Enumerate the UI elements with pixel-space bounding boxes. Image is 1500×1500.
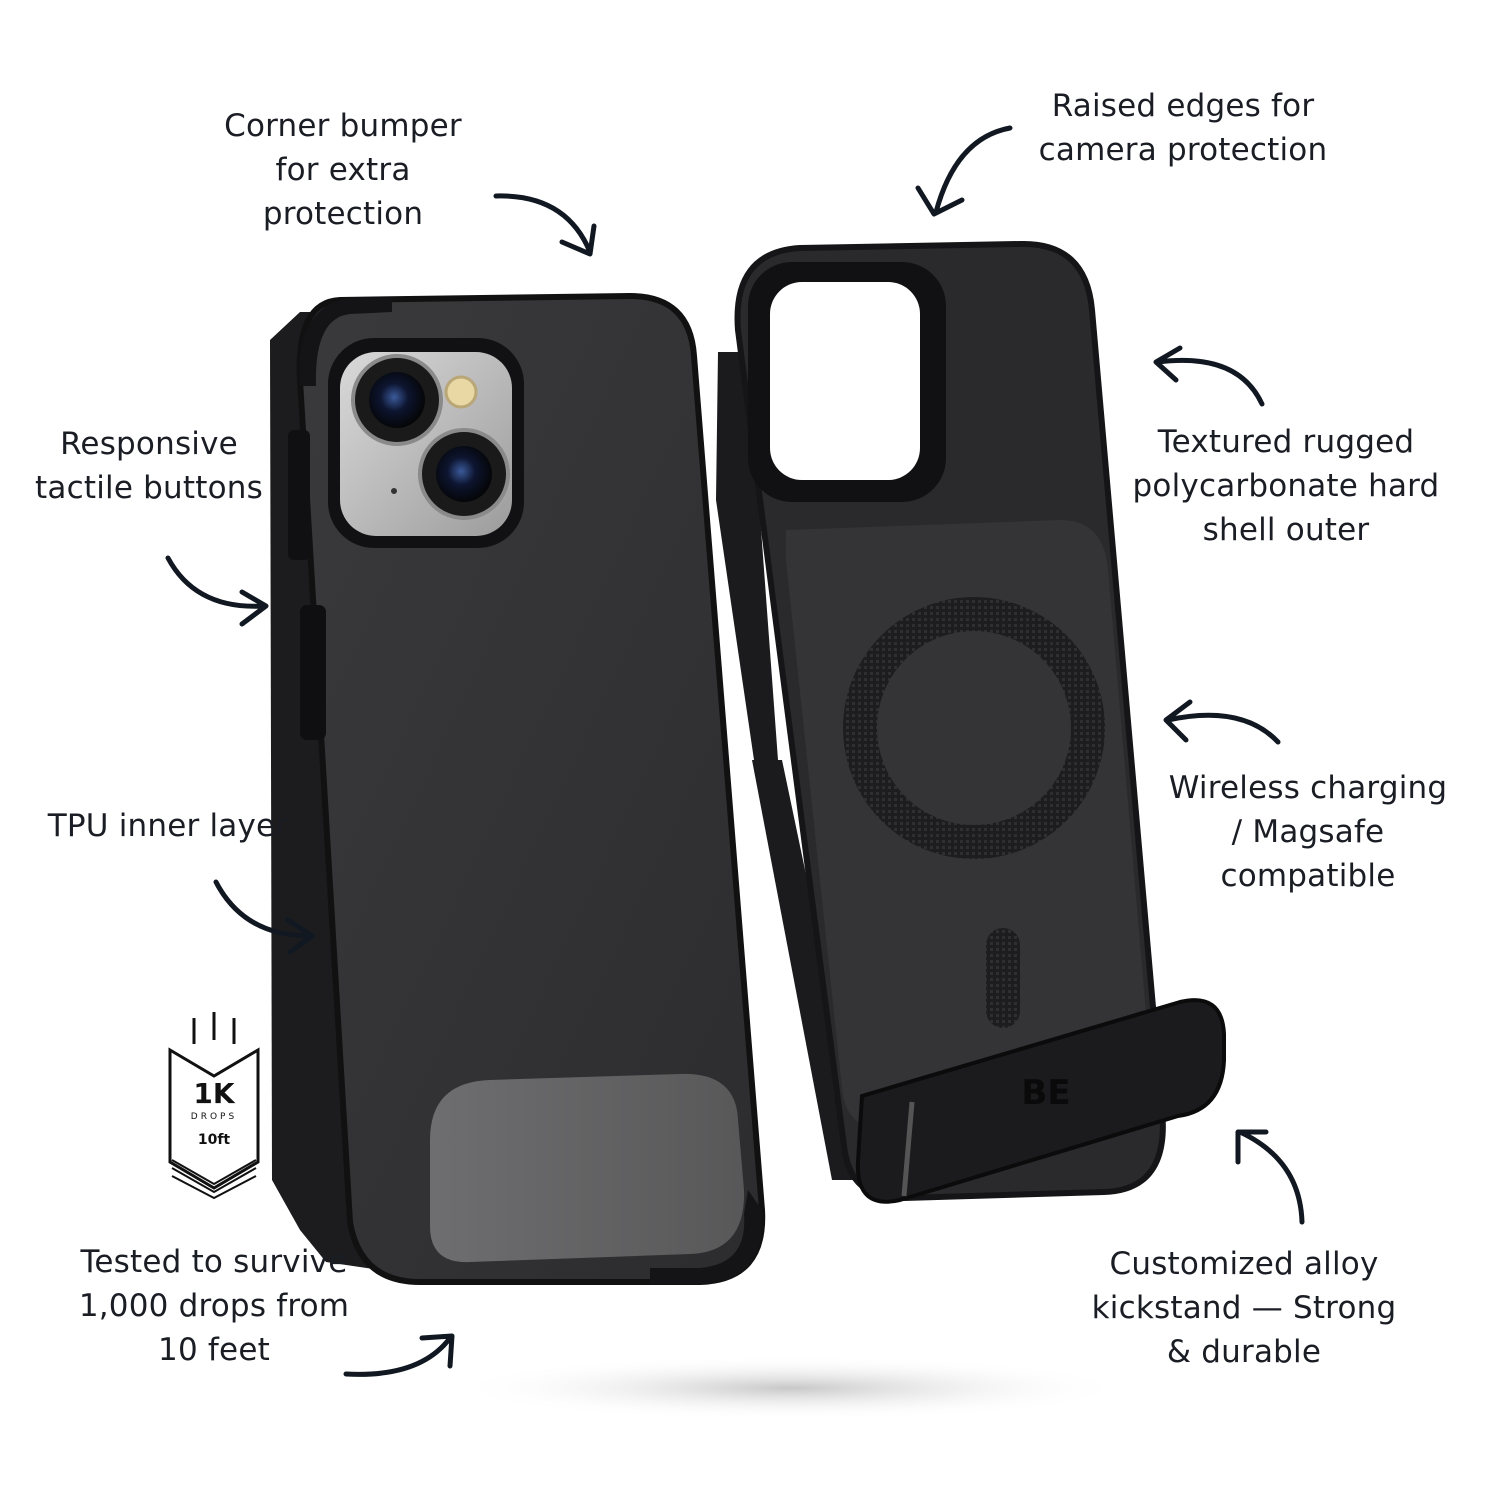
callout-textured-shell: Textured rugged polycarbonate hard shell… [1124,420,1448,552]
callout-line: 10 feet [158,1332,270,1368]
callout-line: & durable [1166,1334,1322,1370]
upper-lens [369,372,425,428]
kickstand-hinge [901,1101,915,1197]
callout-line: for extra [275,152,411,188]
badge-shield [168,1047,260,1190]
badge-chevrons [171,1159,257,1200]
callout-line: kickstand — Strong [1091,1290,1397,1326]
callout-line: shell outer [1202,512,1370,548]
callout-raised-edges: Raised edges for camera protection [1016,84,1350,172]
callout-corner-bumper: Corner bumper for extra protection [200,104,486,236]
magsafe-alignment-tab [986,928,1020,1028]
badge-small-text: DROPS [191,1112,237,1122]
callout-kickstand: Customized alloy kickstand — Strong & du… [1086,1242,1402,1374]
corner-bumper-top-left [299,298,392,386]
lower-lens [436,446,492,502]
drop-test-badge: 1K DROPS 10ft [168,1012,260,1200]
callout-line: Raised edges for [1051,88,1315,124]
callout-line: TPU inner layer [47,808,289,844]
magsafe-ring [843,597,1105,859]
arrow-textured-shell [1153,345,1265,407]
callout-line: / Magsafe [1231,814,1385,850]
callout-line: protection [262,196,424,232]
arrow-kickstand [1235,1129,1305,1225]
case-side-lip-upper [716,352,778,760]
callout-line: Customized alloy [1109,1246,1379,1282]
callout-line: Textured rugged [1157,424,1415,460]
kickstand-plate [430,1073,745,1263]
callout-line: tactile buttons [35,470,263,506]
callout-line: Responsive [60,426,238,462]
arrow-corner-bumper [493,193,597,257]
callout-line: 1,000 drops from [78,1288,350,1324]
callout-arrows [165,125,1305,1377]
badge-big-text: 1K [193,1077,235,1110]
callout-line: camera protection [1038,132,1328,168]
callout-line: Tested to survive [80,1244,348,1280]
phone-case-inside-view [716,240,1226,1204]
arrow-wireless-charging [1163,699,1281,745]
brand-logo: BE [1021,1073,1070,1113]
arrow-drop-test [343,1333,455,1377]
callout-line: Corner bumper [224,108,462,144]
arrow-tactile-buttons [165,555,269,627]
side-button-upper [288,430,310,560]
callout-line: polycarbonate hard [1132,468,1440,504]
callout-wireless-charging: Wireless charging / Magsafe compatible [1160,766,1456,898]
camera-cutout [770,282,920,480]
camera-flash [444,375,478,409]
corner-bumper-bottom-right [650,1190,763,1284]
phone-case-back-view [270,292,766,1285]
arrow-tpu-layer [213,879,315,955]
callout-line: Wireless charging [1168,770,1448,806]
floor-shadow [450,1356,1130,1420]
kickstand-open [855,998,1226,1204]
side-button-lower [300,605,326,740]
camera-mic [391,488,397,494]
callout-tactile-buttons: Responsive tactile buttons [20,422,278,510]
callout-line: compatible [1220,858,1396,894]
callout-drop-test: Tested to survive 1,000 drops from 10 fe… [66,1240,362,1372]
callout-tpu-layer: TPU inner layer [30,804,306,848]
arrow-raised-edges [915,125,1013,217]
badge-height-text: 10ft [198,1132,231,1148]
